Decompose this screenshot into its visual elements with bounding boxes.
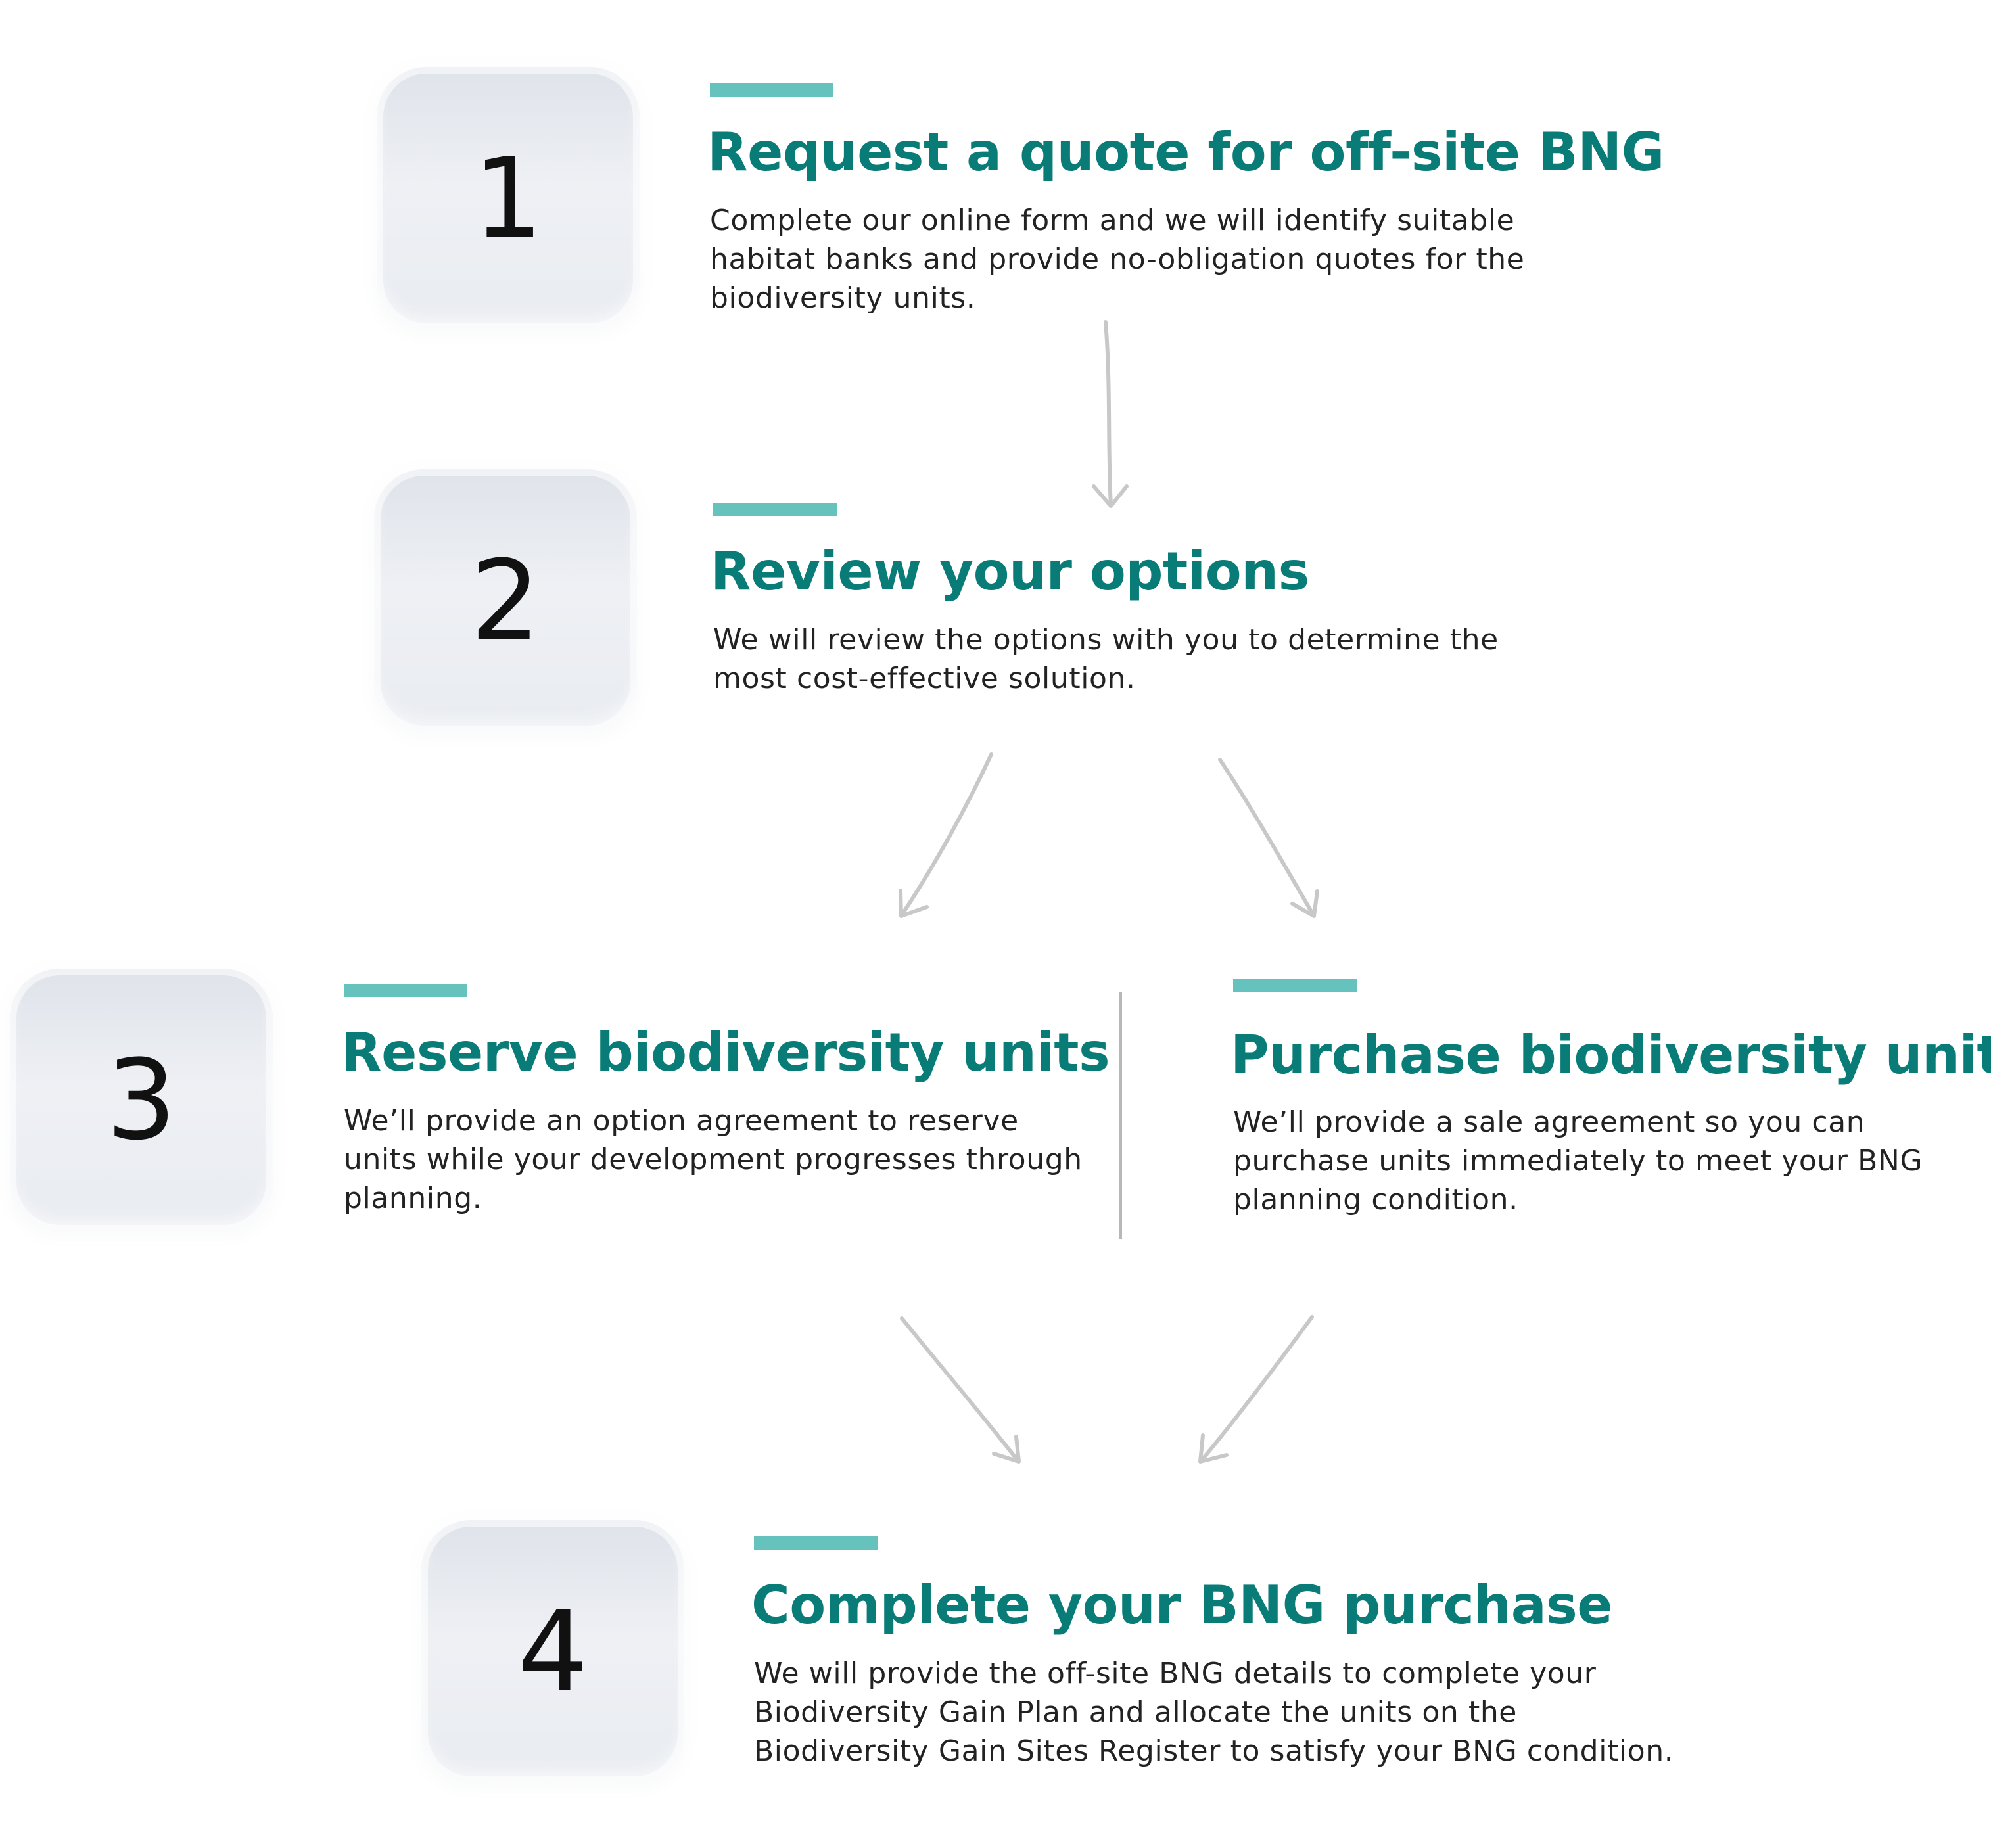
step-2-number-box: 2: [374, 469, 637, 732]
step-1-title: Request a quote for off-site BNG: [707, 122, 1664, 183]
step-2-number: 2: [470, 536, 541, 665]
step-2-accent-bar: [713, 503, 837, 516]
reserve-accent-bar: [344, 984, 467, 997]
step-1-number-box: 1: [377, 67, 640, 330]
step-1-number: 1: [473, 134, 544, 263]
step-4-number-box: 4: [421, 1520, 684, 1783]
step-3-number: 3: [106, 1036, 177, 1165]
step-1-description: Complete our online form and we will ide…: [710, 204, 1525, 315]
step-2-description: We will review the options with you to d…: [713, 623, 1499, 695]
step-1-accent-bar: [710, 83, 833, 97]
options-divider: [1119, 992, 1122, 1239]
purchase-title: Purchase biodiversity units: [1230, 1025, 1991, 1086]
arrow-reserve-to-step4: [900, 1316, 1021, 1464]
arrow-step1-to-step2: [1092, 320, 1129, 508]
reserve-description: We’ll provide an option agreement to res…: [344, 1104, 1083, 1215]
step-4-number: 4: [517, 1587, 588, 1716]
step-4-description: We will provide the off-site BNG details…: [754, 1657, 1674, 1768]
step-3-number-box: 3: [10, 969, 273, 1232]
purchase-description: We’ll provide a sale agreement so you ca…: [1233, 1105, 1923, 1216]
arrow-purchase-to-step4: [1198, 1315, 1314, 1464]
step-4-accent-bar: [754, 1536, 878, 1550]
purchase-accent-bar: [1233, 979, 1357, 992]
arrow-step2-to-reserve: [899, 752, 993, 918]
arrow-step2-to-purchase: [1218, 758, 1319, 918]
step-4-title: Complete your BNG purchase: [751, 1575, 1613, 1636]
reserve-title: Reserve biodiversity units: [341, 1022, 1110, 1083]
step-2-title: Review your options: [711, 541, 1309, 602]
